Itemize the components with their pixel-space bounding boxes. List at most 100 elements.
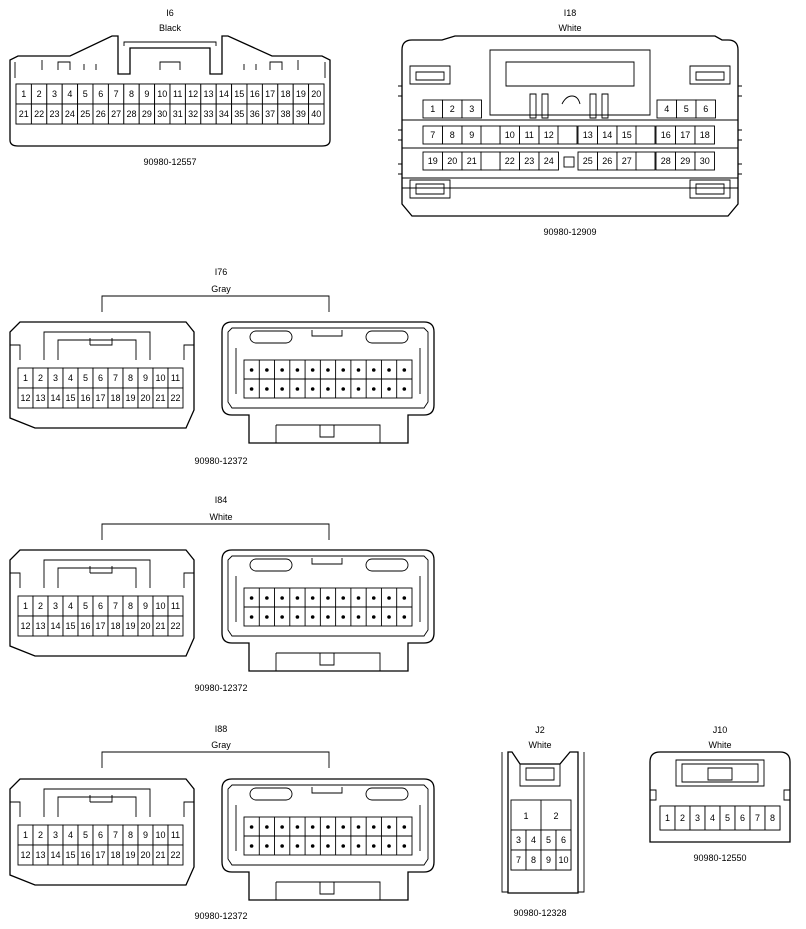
i6-pin-13: 13 [203,89,213,99]
i18-pin-6: 6 [703,104,708,114]
i84-pin-7: 7 [113,601,118,611]
i88-terminal-dot [265,825,269,829]
i6-pin-40: 40 [311,109,321,119]
j2-pin-9: 9 [546,855,551,865]
j2-pin-7: 7 [516,855,521,865]
i6-pin-5: 5 [83,89,88,99]
i84-terminal-dot [280,596,284,600]
j2-pin-4: 4 [531,835,536,845]
j2-pin-6: 6 [561,835,566,845]
connector-i6-id: I6 [166,8,174,18]
i84-pin-4: 4 [68,601,73,611]
i76-terminal-dot [387,387,391,391]
i84-terminal-dot [402,596,407,600]
i18-pin-10: 10 [505,130,515,140]
i76-terminal-dot [295,368,300,372]
j2-pin-5: 5 [546,835,551,845]
i18-pin-29: 29 [680,156,690,166]
i84-pin-10: 10 [155,601,165,611]
j2-pin-10-cell [555,849,572,871]
i6-pin-34: 34 [219,109,229,119]
i88-pin-1: 1 [23,830,28,840]
i88-terminal-dot [371,844,376,848]
i6-pin-38: 38 [280,109,290,119]
i76-pin-4: 4 [68,373,73,383]
i76-terminal-dot [295,387,300,391]
i76-terminal-dot [356,387,361,391]
i88-terminal-dot [341,825,346,829]
i18-pin-9: 9 [469,130,474,140]
connector-i18-color: White [558,23,581,33]
i88-pin-13: 13 [35,850,45,860]
i18-pin-18: 18 [700,130,710,140]
i76-pin-3: 3 [53,373,58,383]
connector-j10-color: White [708,740,731,750]
i84-pin-6: 6 [98,601,103,611]
connector-j10-id: J10 [713,725,728,735]
i84-pin-3: 3 [53,601,58,611]
i88-terminal-dot [387,844,391,848]
connector-i6-color: Black [159,23,182,33]
i6-pin-9: 9 [144,89,149,99]
i18-pin-8: 8 [450,130,455,140]
i18-pin-24: 24 [544,156,554,166]
i18-gap-cell [480,125,501,145]
i76-pin-21: 21 [155,393,165,403]
i84-terminal-dot [295,596,300,600]
i6-pin-30: 30 [157,109,167,119]
i76-right-housing [221,321,435,444]
i88-pin-9: 9 [143,830,148,840]
i84-terminal-dot [310,615,315,619]
connector-j10-part: 90980-12550 [693,853,746,863]
i18-pin-26: 26 [602,156,612,166]
i6-pin-17: 17 [265,89,275,99]
i84-terminal-dot [341,596,346,600]
connector-j2-part: 90980-12328 [513,908,566,918]
i76-pin-12: 12 [20,393,30,403]
i76-left-housing [9,321,195,429]
i88-pin-5: 5 [83,830,88,840]
i84-terminal-dot [387,596,391,600]
i18-pin-12: 12 [544,130,554,140]
i88-pin-10: 10 [155,830,165,840]
i88-terminal-dot [249,825,254,829]
i88-terminal-dot [310,825,315,829]
connector-i88-id: I88 [215,724,228,734]
i88-terminal-dot [402,825,407,829]
i6-pin-22: 22 [34,109,44,119]
j2-pin-10: 10 [558,855,568,865]
i18-pin-25: 25 [583,156,593,166]
i18-gap-cell [480,151,501,171]
i84-pin-21: 21 [155,621,165,631]
i76-terminal-dot [356,368,361,372]
i6-pin-4: 4 [67,89,72,99]
i84-pin-9: 9 [143,601,148,611]
i88-pin-11: 11 [171,830,180,840]
i76-terminal-dot [326,387,330,391]
i6-pin-27: 27 [111,109,121,119]
i6-pin-32: 32 [188,109,198,119]
i18-pin-24-cell [538,151,559,171]
i88-terminal-dot [341,844,346,848]
i18-pin-30: 30 [700,156,710,166]
j10-pin-1: 1 [665,813,670,823]
i88-pin-3: 3 [53,830,58,840]
i88-pin-2: 2 [38,830,43,840]
i6-pin-36: 36 [250,109,260,119]
i88-pin-14: 14 [50,850,60,860]
i88-terminal-dot [387,825,391,829]
i88-terminal-dot [356,844,361,848]
connector-i88-part: 90980-12372 [194,911,247,921]
i84-terminal-dot [249,596,254,600]
i88-terminal-dot [249,844,254,848]
i84-pin-1: 1 [23,601,28,611]
i84-terminal-dot [265,615,269,619]
connector-i18-id: I18 [564,8,577,18]
j10-pin-7: 7 [755,813,760,823]
i88-terminal-dot [280,825,284,829]
i84-pin-22-cell [167,615,184,637]
